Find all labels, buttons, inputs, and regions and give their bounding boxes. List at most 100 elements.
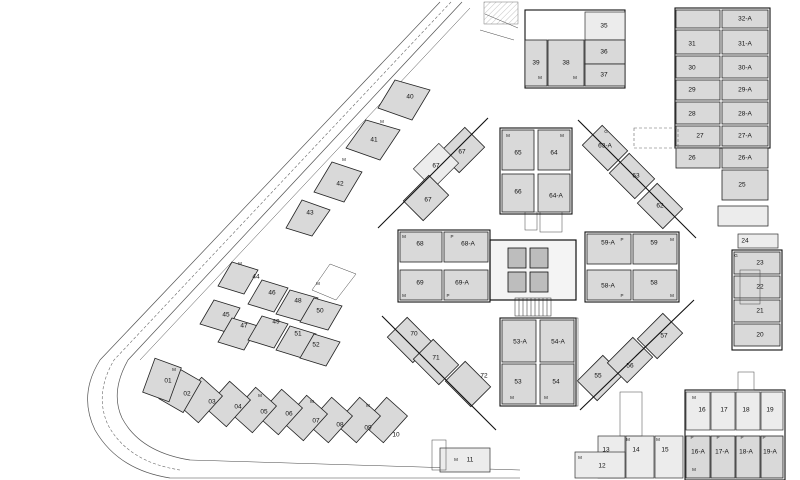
unit-30a[interactable] (721, 55, 769, 79)
unit-69[interactable] (399, 269, 443, 301)
unit-67-label: 67 (424, 197, 432, 204)
unit-23[interactable] (733, 251, 781, 275)
unit-24[interactable] (737, 233, 779, 249)
unit-39[interactable] (524, 39, 548, 87)
unit-64[interactable] (501, 129, 535, 171)
unit-01[interactable] (142, 357, 182, 403)
unit-57[interactable] (636, 312, 684, 360)
unit-26a[interactable] (721, 147, 769, 169)
unit-01-label: 01 (164, 378, 172, 385)
unit-41[interactable] (345, 119, 401, 161)
unit-28-label: 28 (688, 111, 696, 118)
unit-25[interactable] (721, 169, 769, 201)
block-bottom-row: 15 14 13 12 11 (439, 391, 684, 479)
unit-15[interactable] (654, 435, 684, 479)
unit-04-label: 04 (234, 404, 242, 411)
unit-67[interactable] (402, 174, 450, 222)
unit-29[interactable] (675, 79, 721, 101)
unit-62[interactable] (581, 124, 629, 172)
unit-40[interactable] (377, 79, 431, 121)
unit-71[interactable] (412, 338, 460, 386)
unit-37[interactable] (584, 63, 626, 87)
unit-12[interactable] (574, 451, 626, 479)
unit-28a[interactable] (721, 101, 769, 125)
unit-44-label: 44 (252, 274, 260, 281)
unit-30a-label: 30-A (738, 65, 752, 72)
unit-52[interactable] (299, 333, 341, 367)
unit-58a[interactable] (586, 269, 632, 301)
unit-49[interactable] (247, 315, 289, 349)
unit-18[interactable] (735, 391, 761, 431)
unit-09[interactable] (334, 396, 382, 444)
unit-18a[interactable] (735, 435, 761, 479)
unit-68[interactable] (399, 231, 443, 263)
unit-02-label: 02 (183, 391, 191, 398)
unit-21[interactable] (733, 299, 781, 323)
unit-30-label: 30 (688, 65, 696, 72)
unit-36[interactable] (584, 39, 626, 65)
unit-46[interactable] (247, 279, 289, 313)
unit-31[interactable] (675, 29, 721, 55)
unit-20[interactable] (733, 323, 781, 347)
unit-63-label: 64 (550, 150, 558, 157)
mark-m: M (172, 367, 176, 372)
unit-66[interactable] (412, 142, 460, 190)
unit-16[interactable] (685, 391, 711, 431)
unit-72-label: 72 (480, 373, 488, 380)
unit-35-label: 35 (600, 23, 608, 30)
unit-16-label: 16 (698, 407, 706, 414)
unit-44[interactable] (217, 261, 259, 295)
wing-north: 65 64 66 64-A (499, 127, 573, 215)
unit-27a[interactable] (721, 125, 769, 147)
unit-14-label: 14 (632, 447, 640, 454)
unit-52-label: 52 (312, 342, 320, 349)
unit-17a[interactable] (710, 435, 736, 479)
unit-35[interactable] (584, 11, 626, 41)
block-left-diagonal: 40 41 42 43 (285, 79, 431, 237)
mark-m: M (366, 403, 370, 408)
unit-27[interactable] (675, 125, 721, 147)
unit-59a[interactable] (586, 233, 632, 265)
unit-69a[interactable] (443, 269, 489, 301)
unit-43[interactable] (285, 199, 331, 237)
unit-29a[interactable] (721, 79, 769, 101)
unit-19a[interactable] (760, 435, 784, 479)
unit-32a[interactable] (721, 9, 769, 29)
unit-11[interactable] (439, 447, 491, 473)
unit-64a[interactable] (501, 173, 535, 213)
unit-42[interactable] (313, 161, 363, 203)
stair (514, 297, 552, 317)
unit-63a[interactable] (537, 173, 571, 213)
unit-30[interactable] (675, 55, 721, 79)
unit-16a[interactable] (685, 435, 711, 479)
unit-14[interactable] (625, 435, 655, 479)
unit-59-label: 59 (650, 240, 658, 247)
unit-22[interactable] (733, 275, 781, 299)
unit-60[interactable] (636, 182, 684, 230)
unit-58[interactable] (632, 269, 678, 301)
unit-50[interactable] (299, 297, 343, 331)
unit-63[interactable] (537, 129, 571, 171)
unit-61[interactable] (608, 152, 656, 200)
unit-38[interactable] (547, 39, 585, 87)
unit-47[interactable] (217, 317, 259, 351)
mark-m: M (258, 393, 262, 398)
unit-54[interactable] (539, 363, 575, 405)
mark-p: P (446, 293, 449, 298)
unit-53a[interactable] (501, 319, 537, 363)
unit-31a[interactable] (721, 29, 769, 55)
unit-17[interactable] (710, 391, 736, 431)
unit-53[interactable] (501, 363, 537, 405)
unit-28[interactable] (675, 101, 721, 125)
unit-72[interactable] (444, 360, 492, 408)
unit-26[interactable] (675, 147, 721, 169)
unit-16a-label: 16-A (691, 449, 705, 456)
unit-19[interactable] (760, 391, 784, 431)
unit-54a[interactable] (539, 319, 575, 363)
mark-g: G (604, 129, 608, 134)
unit-56[interactable] (606, 336, 654, 384)
unit-68a[interactable] (443, 231, 489, 263)
mark-m: M (626, 437, 630, 442)
unit-19a-label: 19-A (763, 449, 777, 456)
unit-59[interactable] (632, 233, 678, 265)
